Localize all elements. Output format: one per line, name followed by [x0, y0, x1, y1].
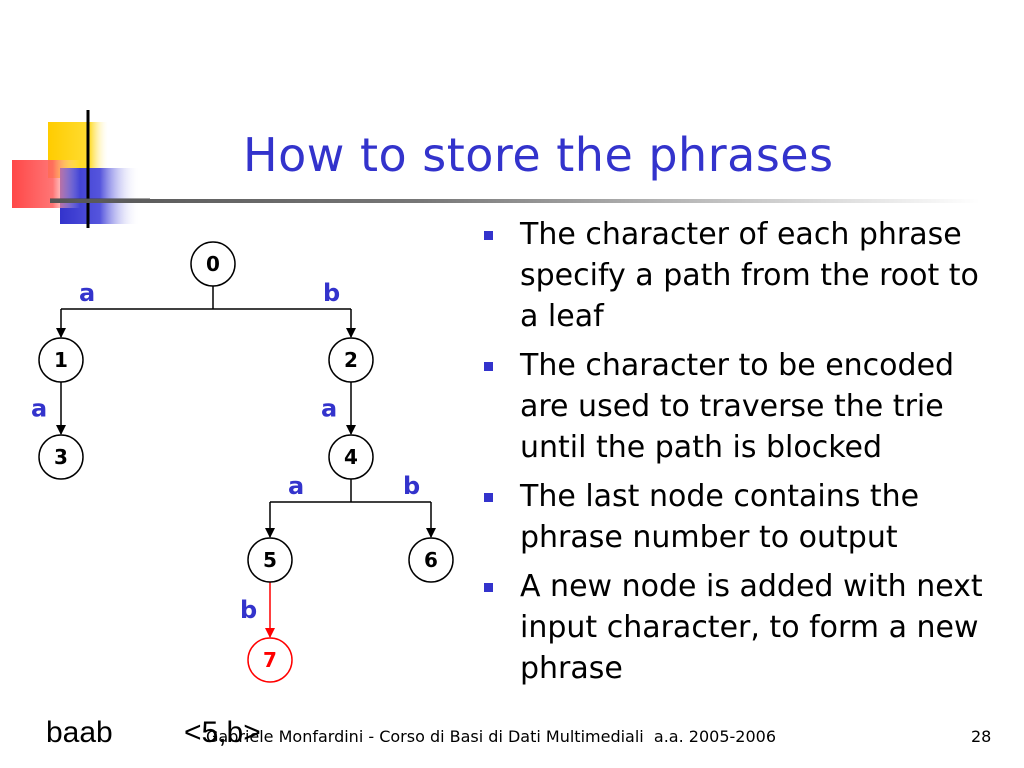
bullet-text: The character to be encoded are used to … [520, 348, 955, 465]
trie-node-2 [328, 337, 374, 383]
trie-nodes: 0 1 2 3 4 5 6 7 [38, 241, 454, 683]
output-pair: <5,b> [184, 716, 261, 749]
trie-node-label-7: 7 [263, 648, 277, 672]
trie-node-label-3: 3 [54, 445, 68, 469]
bullet-item: The character of each phrase specify a p… [484, 214, 1004, 337]
bullet-item: The character to be encoded are used to … [484, 345, 1004, 468]
square-bullet-icon [484, 362, 493, 371]
trie-edges: a b a a a b b [31, 279, 436, 638]
edge-label-2-4: a [321, 395, 337, 423]
trie-node-label-0: 0 [206, 252, 220, 276]
bullet-text: The last node contains the phrase number… [520, 479, 920, 555]
slide-logo [12, 110, 150, 228]
page-number: 28 [971, 727, 992, 746]
trie-node-label-5: 5 [263, 548, 277, 572]
edge-label-5-7: b [240, 596, 257, 624]
bullet-text: A new node is added with next input char… [520, 569, 983, 686]
trie-node-label-2: 2 [344, 348, 358, 372]
title-underline [50, 199, 980, 203]
trie-node-0 [190, 241, 236, 287]
trie-node-3 [38, 434, 84, 480]
edge-label-4-5: a [288, 472, 304, 500]
trie-node-label-1: 1 [54, 348, 68, 372]
square-bullet-icon [484, 231, 493, 240]
trie-node-4 [328, 434, 374, 480]
trie-diagram: a b a a a b b 0 1 2 3 4 5 6 7 [31, 241, 454, 683]
square-bullet-icon [484, 493, 493, 502]
trie-node-6 [408, 537, 454, 583]
bullet-list: The character of each phrase specify a p… [484, 214, 1004, 697]
trie-node-label-4: 4 [344, 445, 358, 469]
slide-title: How to store the phrases [243, 128, 834, 182]
edge-label-4-6: b [403, 472, 420, 500]
input-string: baab [46, 716, 113, 749]
edge-label-0-2: b [323, 279, 340, 307]
edge-label-1-3: a [31, 395, 47, 423]
slide-footer: Gabriele Monfardini - Corso di Basi di D… [206, 727, 776, 746]
trie-node-5 [247, 537, 293, 583]
bullet-text: The character of each phrase specify a p… [520, 217, 979, 334]
trie-node-7 [247, 637, 293, 683]
square-bullet-icon [484, 583, 493, 592]
trie-node-label-6: 6 [424, 548, 438, 572]
bullet-item: A new node is added with next input char… [484, 566, 1004, 689]
edge-label-0-1: a [79, 279, 95, 307]
bullet-item: The last node contains the phrase number… [484, 476, 1004, 558]
trie-node-1 [38, 337, 84, 383]
